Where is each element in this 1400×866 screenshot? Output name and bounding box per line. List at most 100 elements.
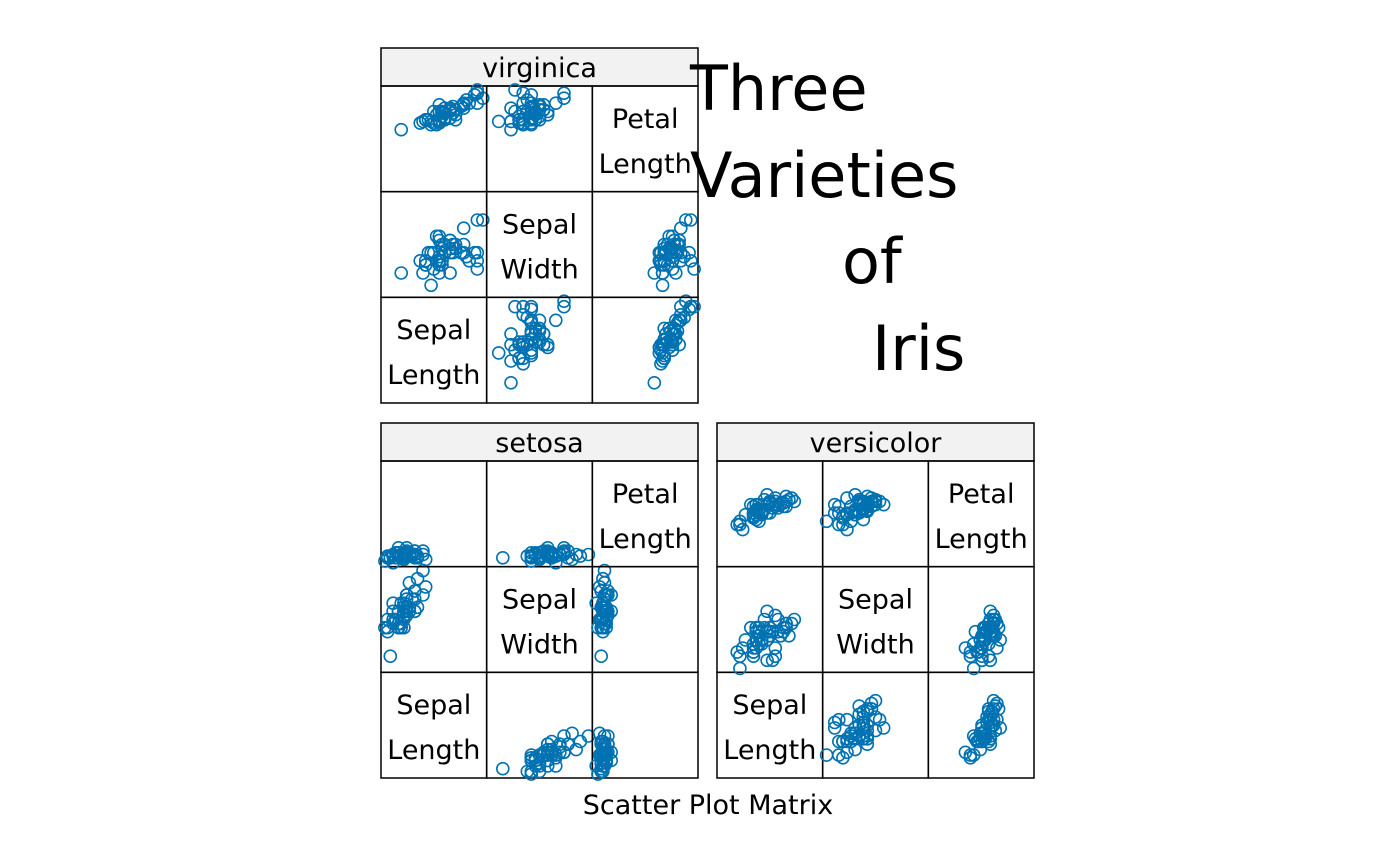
data-point	[504, 122, 518, 137]
data-point	[670, 237, 685, 252]
data-point	[752, 620, 766, 635]
data-point	[657, 321, 672, 336]
data-point	[456, 237, 471, 252]
data-point	[383, 649, 398, 664]
data-point	[976, 628, 991, 643]
data-point	[524, 348, 539, 363]
data-point	[516, 307, 531, 322]
data-point	[993, 721, 1008, 735]
data-point	[410, 571, 425, 586]
data-point	[746, 641, 761, 655]
diagonal-variable-label: Length	[387, 735, 480, 766]
data-point	[557, 86, 571, 100]
data-point	[557, 91, 571, 105]
data-point	[504, 375, 518, 390]
strip	[380, 47, 699, 87]
data-point	[456, 98, 471, 112]
data-point	[394, 122, 409, 137]
diagonal-variable-label: Sepal	[396, 315, 471, 346]
data-point	[557, 299, 571, 314]
data-point	[437, 245, 452, 260]
data-point	[735, 522, 750, 537]
diagonal-variable-label: Length	[599, 524, 692, 555]
data-point	[504, 327, 518, 341]
matrix-cell	[591, 85, 699, 193]
strip-label: setosa	[495, 428, 583, 459]
data-point	[768, 649, 783, 664]
matrix-cell	[591, 190, 699, 299]
diagonal-variable-label: Petal	[612, 104, 679, 135]
data-point	[864, 702, 879, 716]
strip-label: versicolor	[810, 428, 943, 459]
data-point	[424, 278, 438, 293]
data-point	[687, 262, 701, 276]
data-point	[516, 86, 531, 100]
data-point	[752, 628, 766, 643]
data-point	[597, 592, 612, 606]
data-point	[738, 633, 753, 647]
data-point	[779, 616, 793, 631]
data-point	[735, 641, 750, 655]
data-point	[504, 114, 518, 129]
data-point	[993, 633, 1008, 647]
data-point	[596, 612, 610, 627]
data-point	[988, 699, 1003, 713]
x-axis-label: Scatter Plot Matrix	[582, 790, 834, 821]
data-point	[508, 299, 522, 314]
data-point	[852, 729, 867, 743]
data-point	[848, 742, 862, 757]
data-point	[604, 588, 619, 602]
data-point	[540, 340, 555, 355]
diagonal-variable-label: Width	[836, 630, 914, 661]
data-point	[432, 266, 447, 280]
data-point	[983, 604, 998, 619]
data-point	[760, 487, 774, 502]
data-point	[399, 545, 414, 560]
diagonal-variable-label: Sepal	[838, 585, 913, 616]
data-point	[573, 549, 588, 563]
data-point	[597, 740, 612, 754]
panel-versicolor: versicolorSepalLengthSepalWidthPetalLeng…	[716, 422, 1035, 779]
data-point	[470, 253, 485, 268]
diagonal-variable-label: Width	[500, 630, 578, 661]
title-line-3: of	[842, 225, 902, 298]
data-point	[958, 745, 973, 760]
data-point	[779, 494, 793, 509]
data-point	[504, 101, 518, 115]
data-point	[475, 213, 490, 227]
matrix-cell	[591, 460, 699, 568]
data-point	[532, 324, 547, 338]
data-point	[470, 96, 485, 110]
data-point	[655, 266, 670, 280]
data-point	[860, 737, 875, 752]
data-point	[397, 600, 411, 615]
data-point	[532, 549, 547, 563]
strip	[380, 422, 699, 462]
data-point	[986, 702, 1001, 716]
data-point	[673, 307, 688, 322]
data-point	[860, 729, 875, 743]
data-point	[733, 514, 747, 529]
data-point	[840, 734, 854, 749]
data-point	[765, 624, 780, 639]
data-point	[966, 748, 981, 762]
data-point	[752, 624, 766, 639]
data-point	[446, 237, 460, 252]
data-point	[596, 608, 610, 623]
data-point	[749, 633, 764, 647]
data-point	[662, 229, 677, 244]
data-point	[672, 313, 687, 328]
data-point	[524, 332, 539, 347]
diagonal-variable-label: Sepal	[396, 690, 471, 721]
data-point	[840, 712, 854, 727]
diagonal-variable-label: Petal	[612, 479, 679, 510]
data-point	[752, 504, 766, 519]
diagonal-variable-label: Sepal	[502, 585, 577, 616]
data-point	[647, 266, 662, 280]
data-point	[516, 96, 531, 110]
title-line-2: Varieties	[690, 139, 959, 212]
data-point	[831, 712, 846, 727]
data-point	[848, 731, 862, 746]
data-point	[470, 262, 485, 276]
